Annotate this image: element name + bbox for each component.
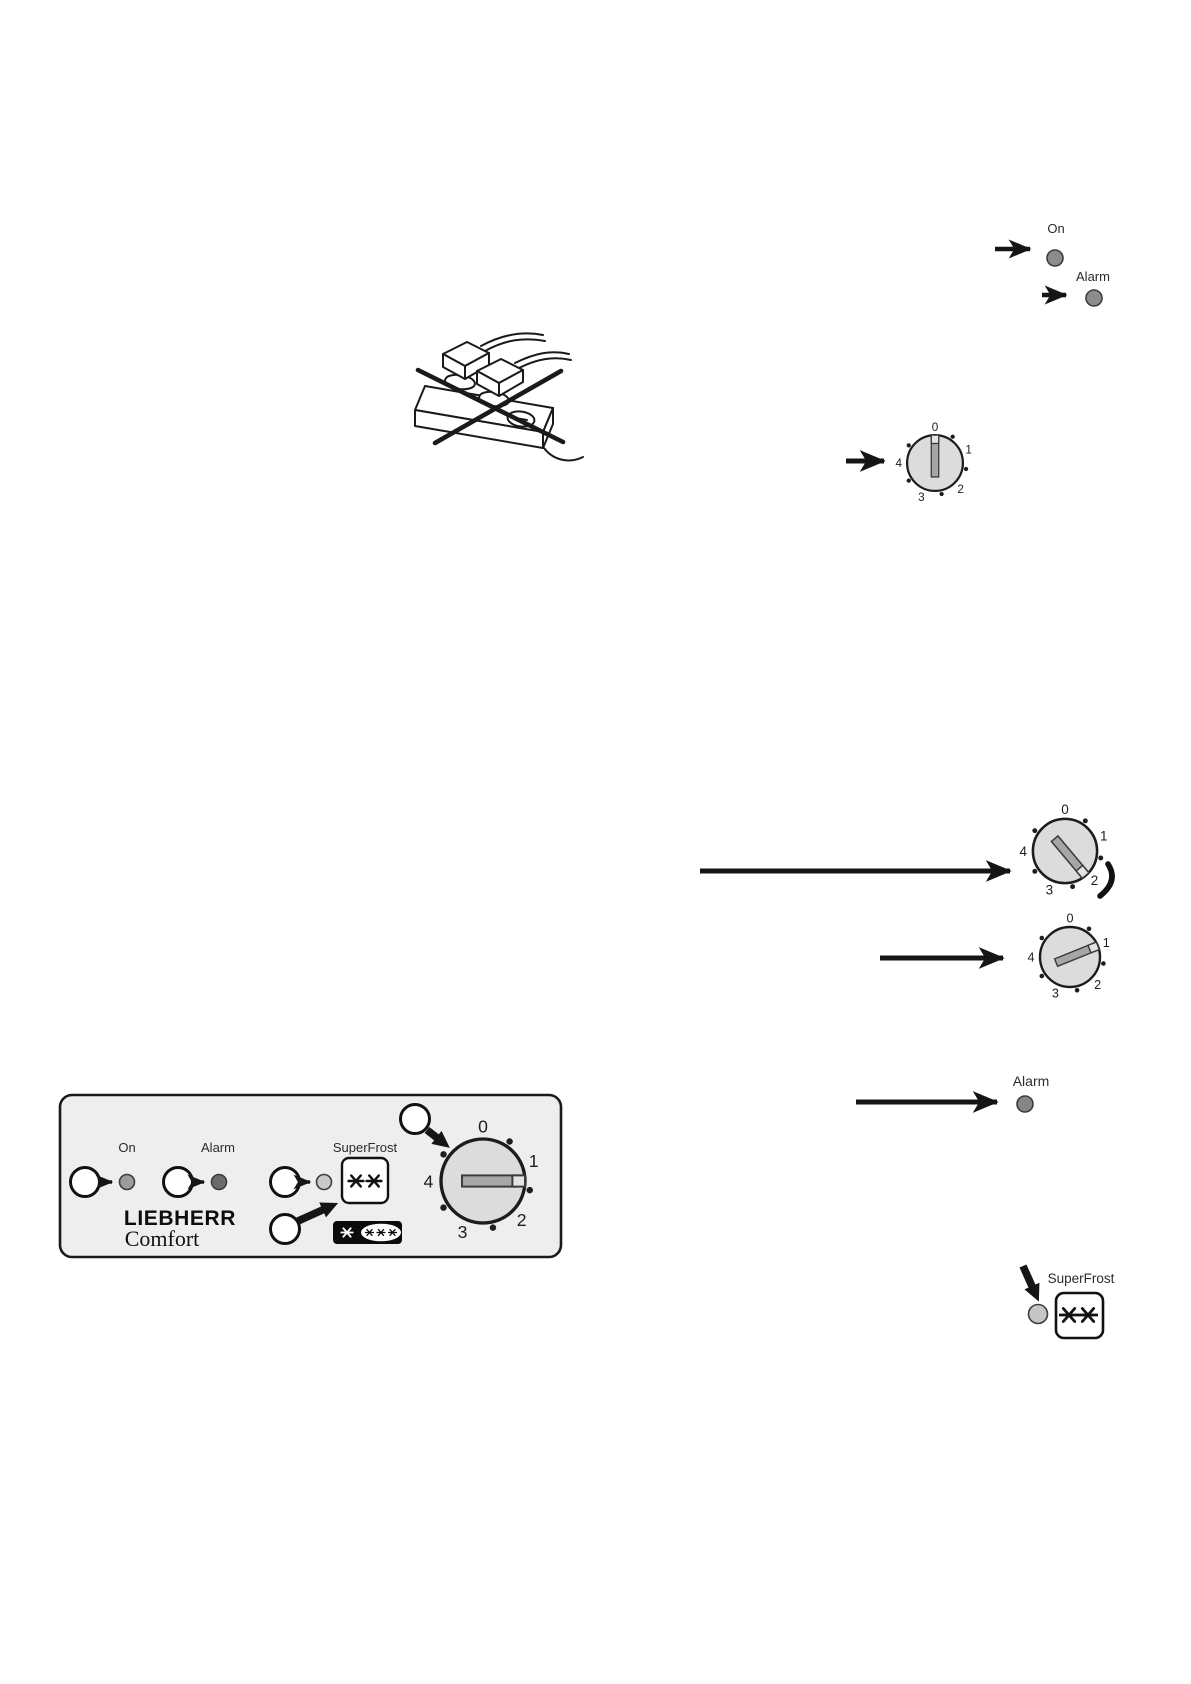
dial-label: 0 (1061, 802, 1069, 817)
bold-arrow-icon (424, 1127, 450, 1148)
dial-pointer (461, 1174, 526, 1188)
temperature-dial-main-switch: 0 1 2 3 4 (846, 421, 972, 504)
dial-label: 1 (1103, 936, 1110, 950)
dial-label: 3 (1046, 883, 1054, 898)
alarm-led-icon (1016, 1095, 1034, 1113)
callout-circle (399, 1103, 431, 1135)
on-label: On (1047, 221, 1064, 236)
dial-label: 2 (517, 1210, 527, 1230)
panel-temperature-dial: 0 1 2 3 4 (423, 1117, 538, 1242)
panel-superfrost-label: SuperFrost (333, 1140, 398, 1155)
alarm-indicator-top: Alarm (1042, 269, 1110, 307)
turn-mark-icon (1097, 861, 1115, 899)
prohibition-cross-icon (415, 367, 566, 445)
panel-alarm-led-icon (210, 1173, 228, 1191)
dial-label: 1 (965, 444, 972, 457)
panel-alarm-label: Alarm (201, 1140, 235, 1155)
alarm-indicator-callout: Alarm (856, 1073, 1050, 1113)
dial-label: 2 (1091, 873, 1099, 888)
series-name: Comfort (125, 1226, 200, 1251)
superfrost-led-icon (1027, 1303, 1049, 1325)
panel-on-led-icon (118, 1173, 136, 1191)
dial-label: 0 (1066, 912, 1073, 926)
bold-arrow-icon (1019, 1264, 1040, 1302)
dial-label: 4 (423, 1171, 433, 1191)
panel-on-label: On (118, 1140, 135, 1155)
callout-circle (69, 1166, 101, 1198)
dial-label: 1 (529, 1151, 539, 1171)
power-on-indicator: On (995, 221, 1065, 267)
dial-label: 3 (458, 1222, 468, 1242)
callout-circle (269, 1166, 301, 1198)
dial-pointer (1053, 941, 1101, 968)
superfrost-callout: SuperFrost (1019, 1264, 1115, 1340)
dial-label: 3 (918, 491, 925, 504)
dial-label: 4 (1027, 951, 1034, 965)
dial-pointer (930, 434, 940, 478)
dial-label: 4 (895, 457, 902, 470)
panel-superfrost-led-icon (315, 1173, 333, 1191)
prohibition-cross-icon (432, 368, 564, 446)
dial-label: 1 (1100, 828, 1108, 843)
dial-label: 2 (957, 483, 964, 496)
temperature-dial-setting-high: 0 1 2 3 4 (700, 802, 1115, 899)
frozen-food-rating-icon (333, 1221, 402, 1244)
power-strip-warning-icon (414, 332, 584, 462)
control-panel: On Alarm SuperFrost LIEBHERR Comfort (58, 1093, 563, 1259)
temperature-dial-setting-normal: 0 1 2 3 4 (880, 912, 1110, 1001)
brand-logo: LIEBHERR (124, 1207, 236, 1230)
dial-label: 0 (932, 421, 939, 434)
dial-label: 2 (1094, 978, 1101, 992)
alarm-led-icon (1085, 289, 1103, 307)
dial-label: 0 (478, 1117, 488, 1137)
alarm-label: Alarm (1076, 269, 1110, 284)
dial-label: 3 (1052, 987, 1059, 1001)
callout-circle (162, 1166, 194, 1198)
on-led-icon (1046, 249, 1064, 267)
bold-arrow-icon (296, 1202, 339, 1225)
superfrost-button (340, 1156, 390, 1205)
alarm-label: Alarm (1013, 1073, 1050, 1089)
superfrost-label: SuperFrost (1048, 1271, 1115, 1286)
callout-circle (269, 1213, 301, 1245)
dial-pointer (1050, 834, 1090, 880)
dial-label: 4 (1020, 844, 1028, 859)
